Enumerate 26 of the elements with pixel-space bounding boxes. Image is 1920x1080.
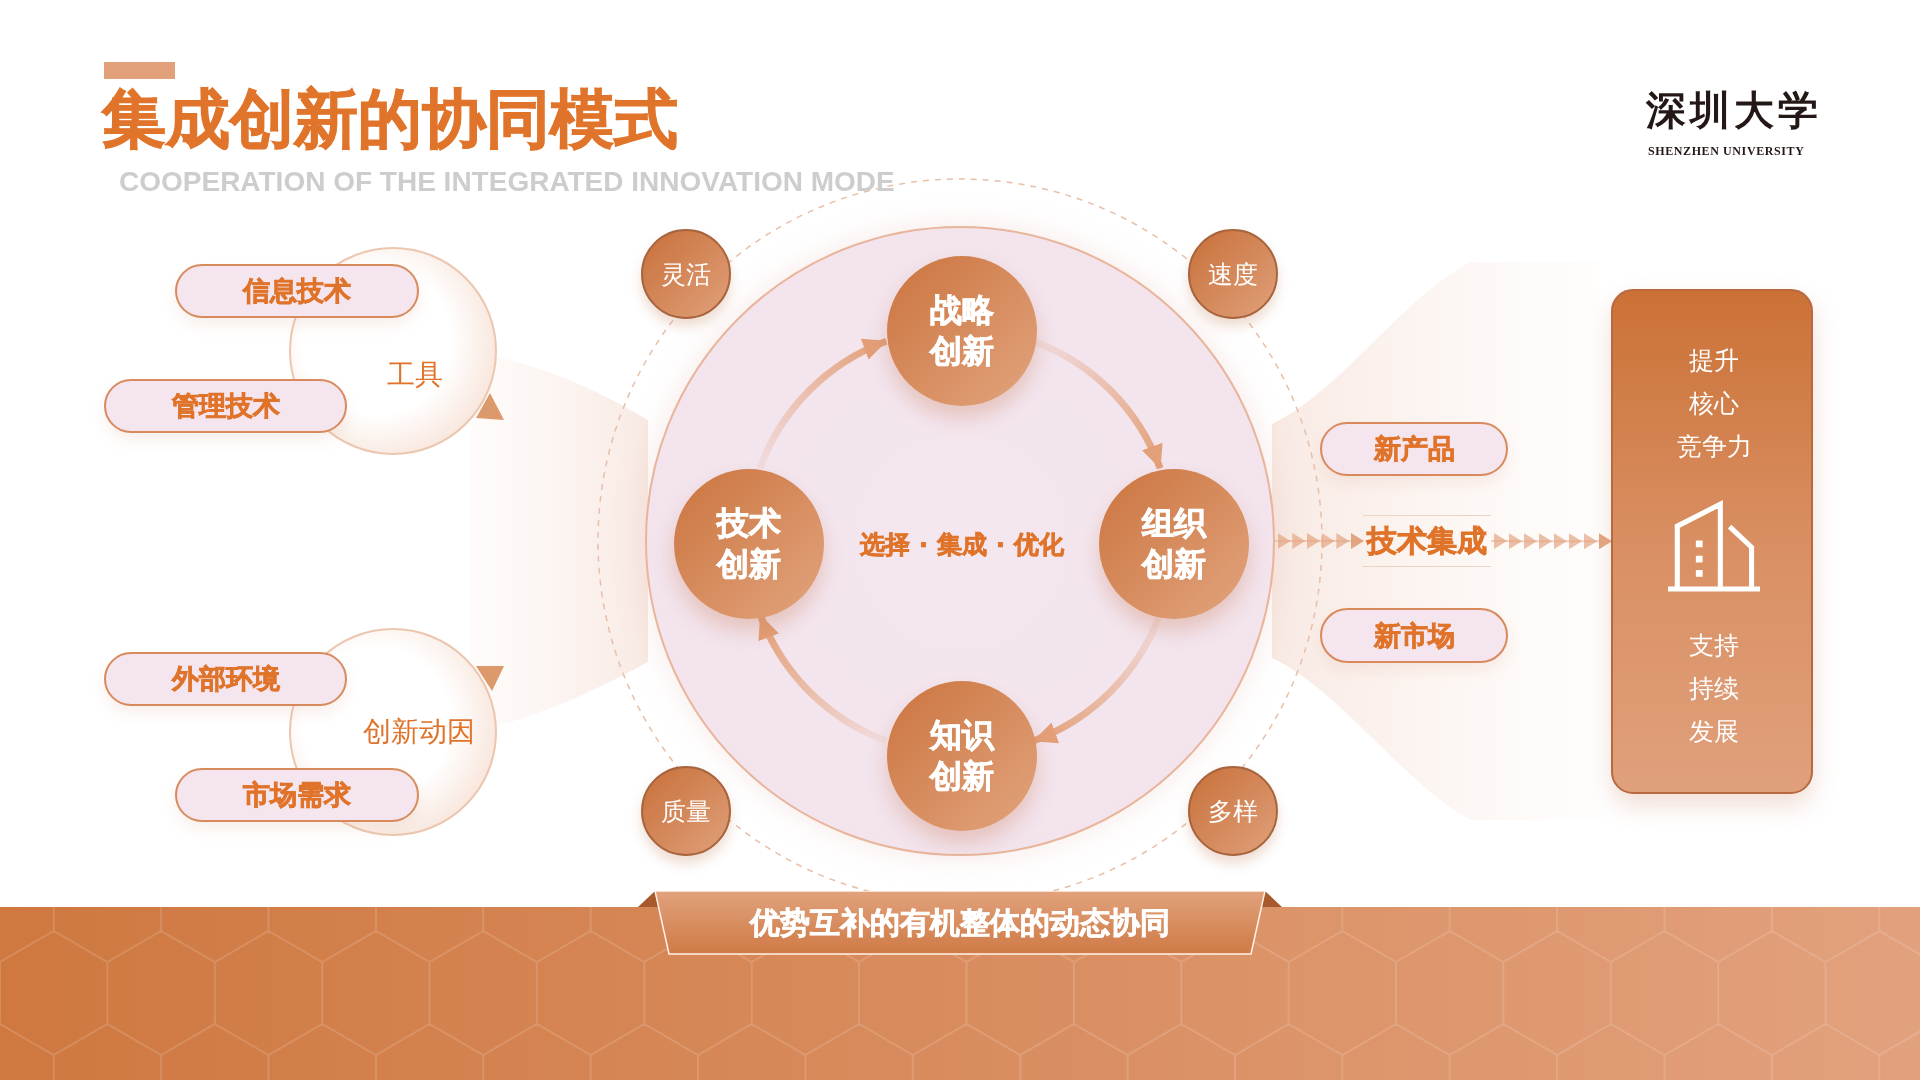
process-circle: 技术创新 [674,469,824,619]
cycle-arrow [1032,614,1163,744]
title: 集成创新的协同模式 [102,84,678,155]
banner-text: 优势互补的有机整体的动态协同 [750,903,1170,942]
bubble-text: 工具 [387,357,443,393]
process-circle: 知识创新 [887,681,1037,831]
pill-label: 新市场 [1320,608,1508,663]
process-circle: 战略创新 [887,256,1037,406]
result-panel [1611,289,1813,794]
panel-text: 支持持续发展 [1689,629,1739,748]
university-name: SHENZHEN UNIVERSITY [1648,145,1805,159]
chevron-arrow [1490,533,1612,549]
center-text: 选择 · 集成 · 优化 [860,528,1064,561]
chevron-arrow [1274,533,1364,549]
panel-text: 提升核心竞争力 [1676,344,1752,463]
cycle-arrow [756,338,888,470]
ribbon-banner [638,891,1282,955]
bubble-text: 创新动因 [363,714,475,750]
keyword-label: 技术集成 [1363,515,1491,567]
pill-label: 外部环境 [104,652,347,706]
pill-label: 市场需求 [175,768,419,822]
pill-label: 信息技术 [175,264,419,318]
pill-label: 新产品 [1320,422,1508,476]
process-circle: 组织创新 [1099,469,1249,619]
university-name: 深圳大学 [1646,86,1822,134]
pill-label: 管理技术 [104,379,347,433]
